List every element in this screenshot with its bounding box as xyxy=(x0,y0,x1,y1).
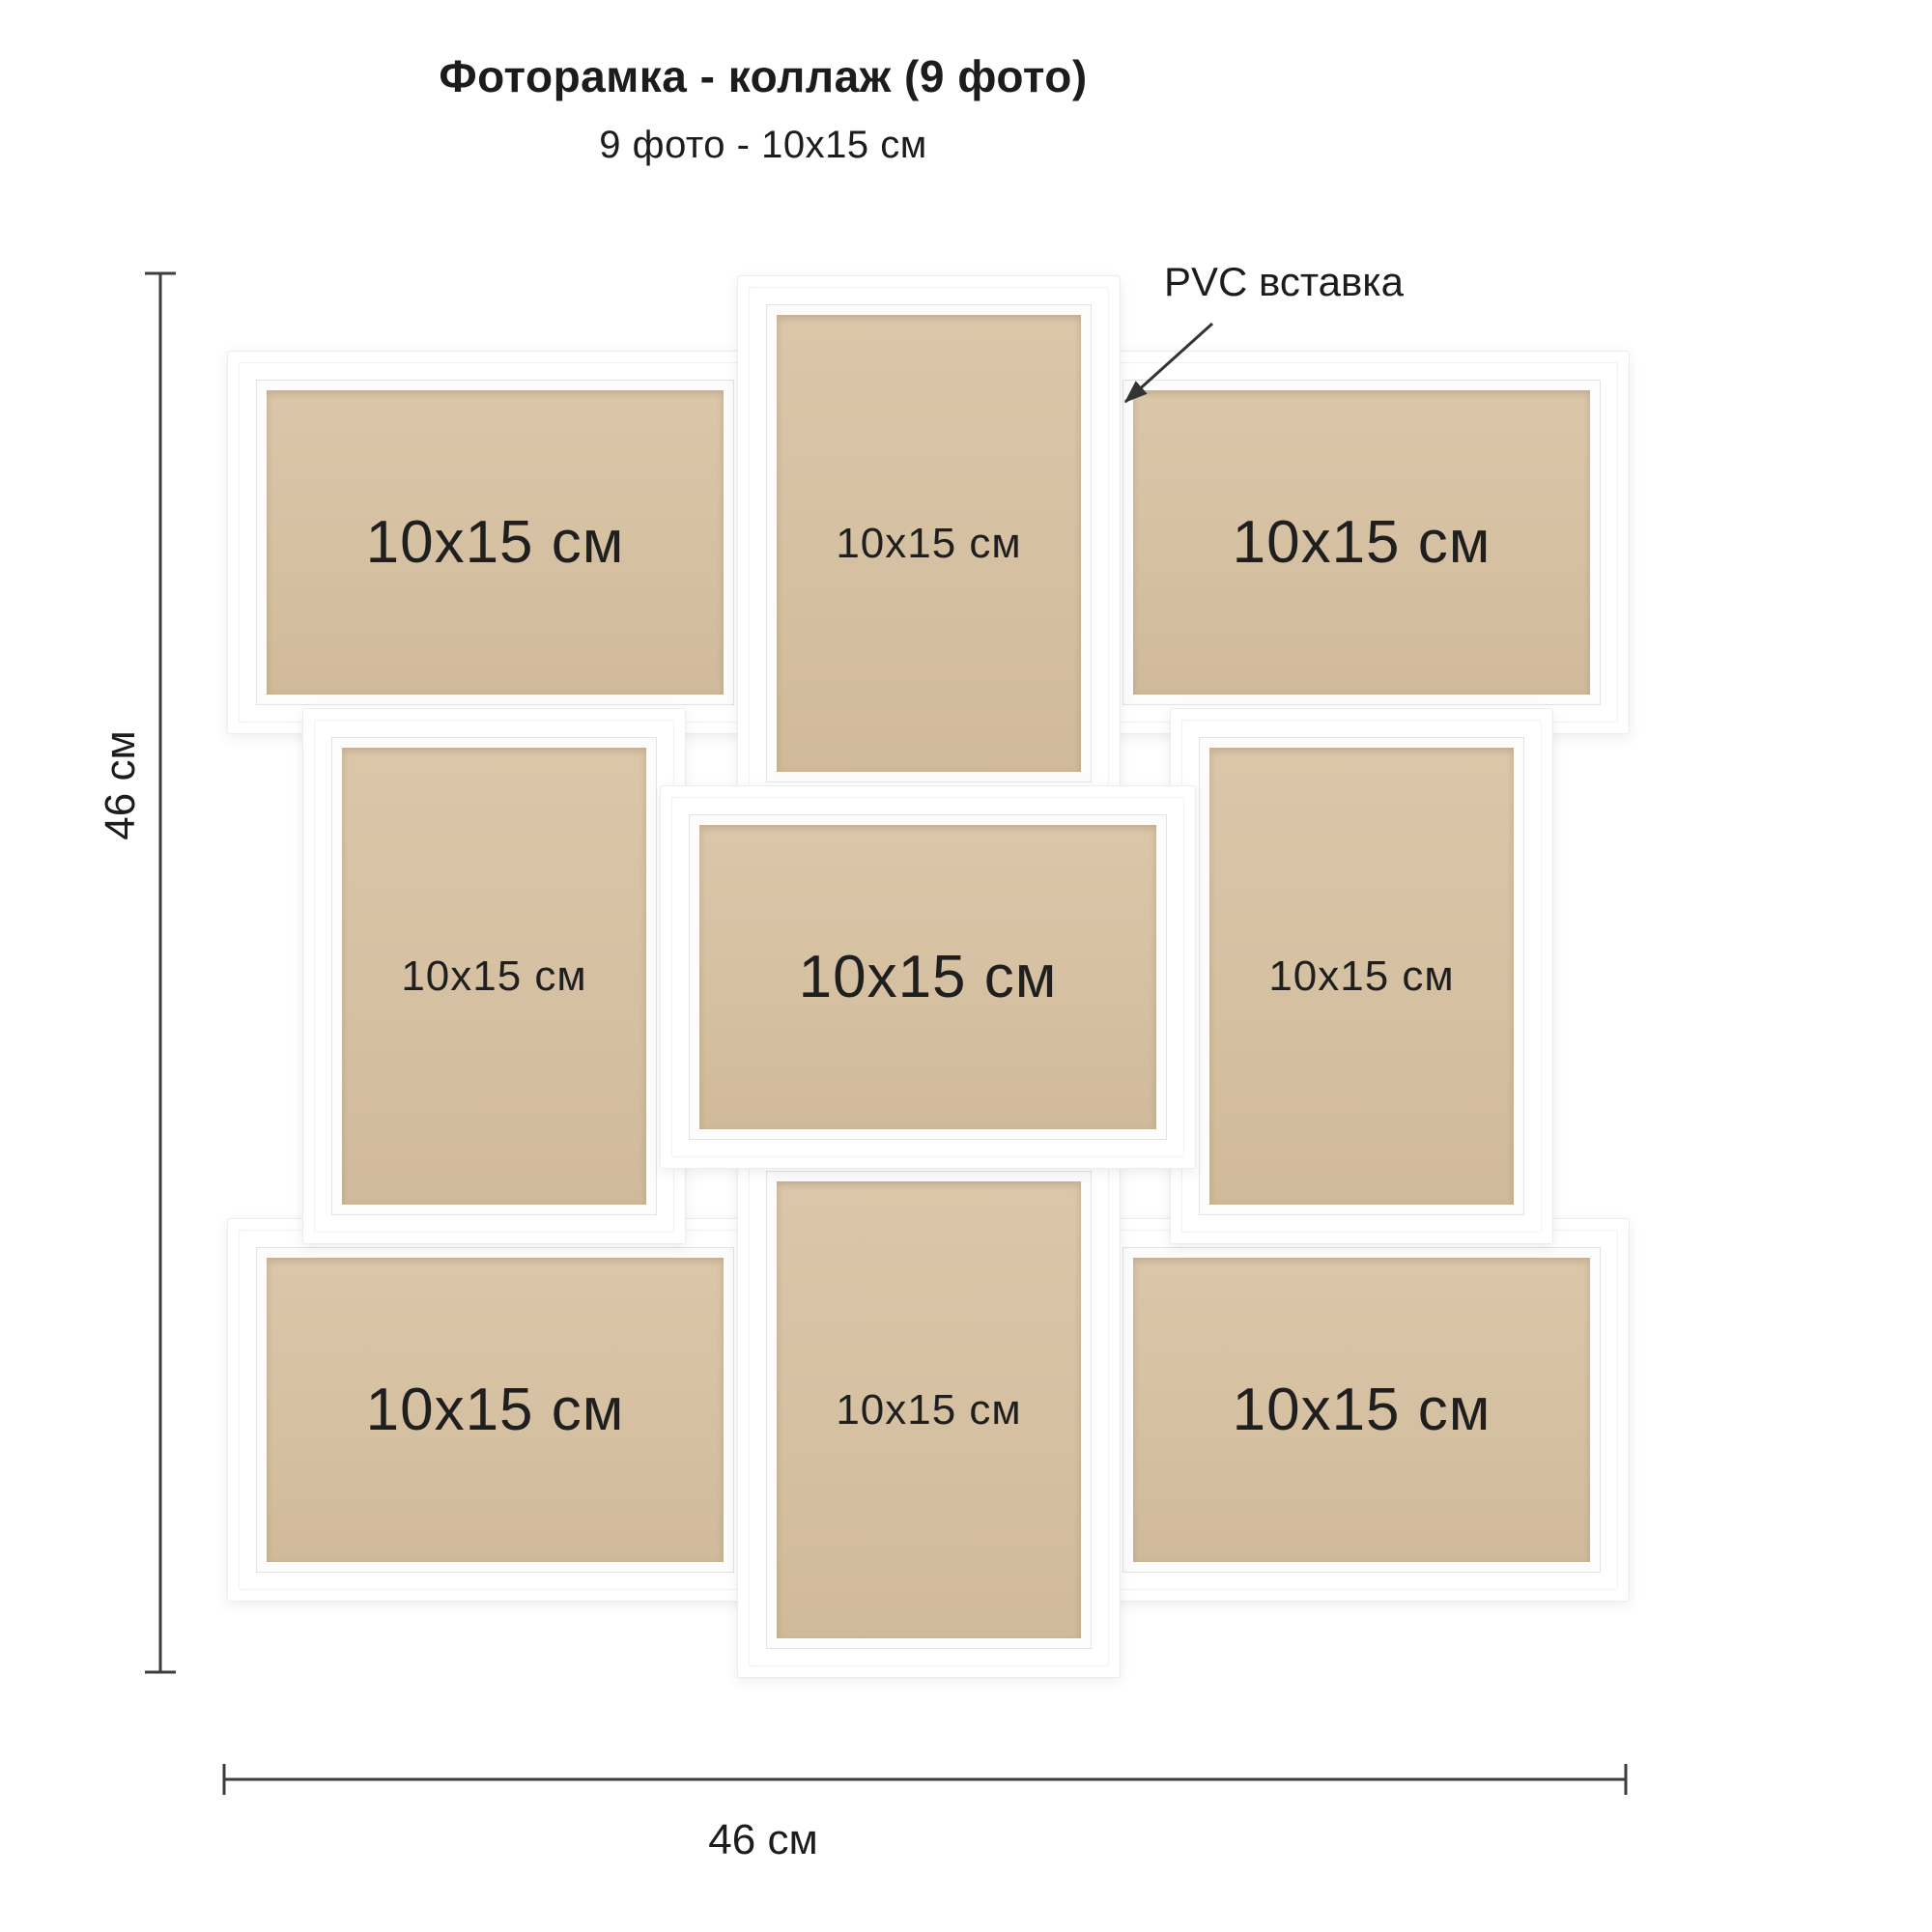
photo-frame-top-right: 10x15 см xyxy=(1094,351,1630,734)
photo-frame-top-center: 10x15 см xyxy=(737,275,1121,811)
photo-size-label: 10x15 см xyxy=(401,952,587,1000)
photo-frame-top-left: 10x15 см xyxy=(227,351,763,734)
height-dimension-label: 46 см xyxy=(97,730,144,840)
photo-frame-middle-right: 10x15 см xyxy=(1170,708,1553,1244)
pvc-insert-label: PVC вставка xyxy=(1164,259,1404,304)
photo-size-label: 10x15 см xyxy=(1268,952,1455,1000)
photo-size-label: 10x15 см xyxy=(365,1377,625,1443)
photo-size-label: 10x15 см xyxy=(836,519,1022,567)
photo-frame-middle-left: 10x15 см xyxy=(302,708,686,1244)
photo-placeholder: 10x15 см xyxy=(699,825,1156,1129)
photo-placeholder: 10x15 см xyxy=(1133,1258,1590,1562)
photo-placeholder: 10x15 см xyxy=(342,748,646,1205)
photo-placeholder: 10x15 см xyxy=(267,390,724,695)
photo-frame-bottom-right: 10x15 см xyxy=(1094,1218,1630,1602)
photo-placeholder: 10x15 см xyxy=(267,1258,724,1562)
width-dimension-label: 46 см xyxy=(708,1816,818,1863)
photo-placeholder: 10x15 см xyxy=(777,1181,1081,1638)
width-dimension-line xyxy=(222,1764,1628,1795)
page-subtitle: 9 фото - 10x15 см xyxy=(599,124,927,166)
photo-placeholder: 10x15 см xyxy=(1209,748,1514,1205)
photo-frame-middle-center: 10x15 см xyxy=(660,785,1196,1169)
page-title: Фоторамка - коллаж (9 фото) xyxy=(439,51,1088,101)
height-dimension-line xyxy=(145,271,176,1674)
photo-placeholder: 10x15 см xyxy=(1133,390,1590,695)
photo-size-label: 10x15 см xyxy=(798,944,1058,1010)
photo-frame-bottom-center: 10x15 см xyxy=(737,1142,1121,1678)
header: Фоторамка - коллаж (9 фото) 9 фото - 10x… xyxy=(0,50,1526,167)
photo-size-label: 10x15 см xyxy=(1232,509,1492,576)
photo-size-label: 10x15 см xyxy=(836,1385,1022,1434)
photo-placeholder: 10x15 см xyxy=(777,315,1081,772)
photo-size-label: 10x15 см xyxy=(365,509,625,576)
photo-size-label: 10x15 см xyxy=(1232,1377,1492,1443)
photo-frame-bottom-left: 10x15 см xyxy=(227,1218,763,1602)
